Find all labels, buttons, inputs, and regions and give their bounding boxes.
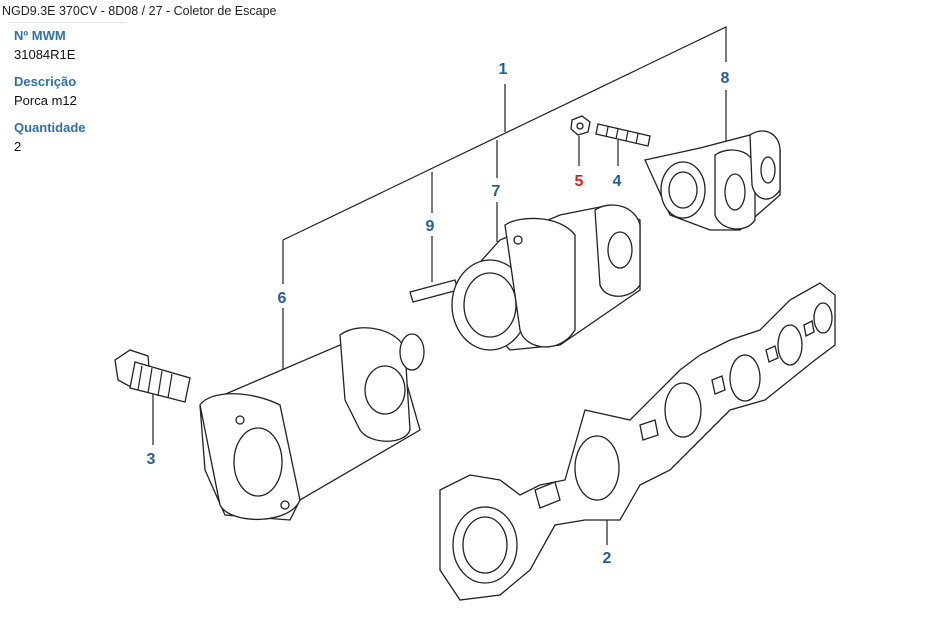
- part-8-manifold-rear[interactable]: [644, 130, 781, 231]
- description-label: Descrição: [14, 74, 77, 89]
- callout-9[interactable]: 9: [426, 218, 435, 235]
- quantity-value: 2: [14, 139, 22, 154]
- breadcrumb-separator: /: [141, 4, 146, 18]
- part-2-gasket[interactable]: [439, 282, 836, 601]
- part-3-bolt[interactable]: [114, 349, 191, 403]
- part-number-label: Nº MWM: [14, 28, 66, 43]
- callout-6[interactable]: 6: [278, 290, 287, 307]
- callout-8[interactable]: 8: [721, 70, 730, 87]
- part-number-value: 31084R1E: [14, 47, 76, 62]
- leader-lines: [152, 26, 727, 545]
- part-details: Nº MWM 31084R1E Descrição Porca m12 Quan…: [14, 28, 86, 166]
- divider: [8, 22, 126, 23]
- part-5-nut-selected[interactable]: [570, 115, 591, 136]
- part-4-stud[interactable]: [595, 123, 651, 147]
- callout-4[interactable]: 4: [613, 173, 622, 190]
- callout-2[interactable]: 2: [603, 550, 612, 567]
- part-9-stud[interactable]: [409, 279, 459, 303]
- part-7-manifold-middle[interactable]: [451, 204, 641, 351]
- quantity-label: Quantidade: [14, 120, 86, 135]
- callout-5-selected[interactable]: 5: [575, 173, 584, 190]
- breadcrumb-section[interactable]: 27 - Coletor de Escape: [148, 4, 277, 18]
- breadcrumb-model[interactable]: NGD9.3E 370CV - 8D08: [2, 4, 139, 18]
- callout-3[interactable]: 3: [147, 451, 156, 468]
- callout-1[interactable]: 1: [499, 61, 508, 78]
- breadcrumb: NGD9.3E 370CV - 8D08 / 27 - Coletor de E…: [2, 4, 277, 18]
- callout-7[interactable]: 7: [492, 183, 501, 200]
- part-6-manifold-front[interactable]: [199, 327, 425, 521]
- description-value: Porca m12: [14, 93, 77, 108]
